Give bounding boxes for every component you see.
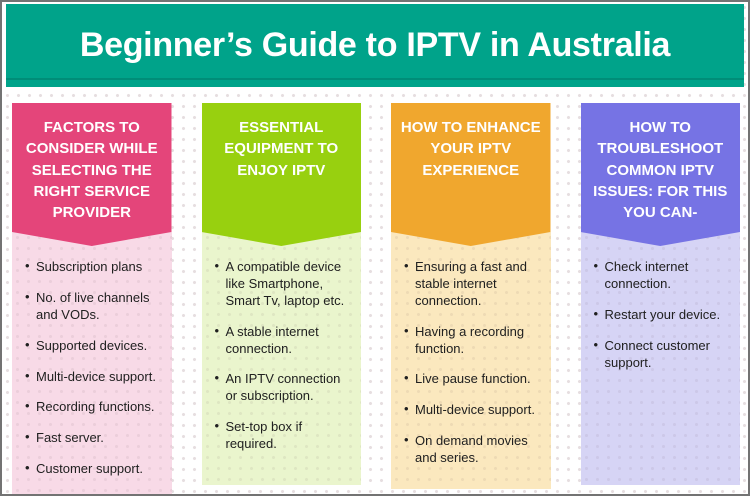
list-item: Supported devices. xyxy=(25,337,164,355)
bullet-list: Subscription plans No. of live channels … xyxy=(25,258,164,478)
list-item: Recording functions. xyxy=(25,398,164,416)
list-item: A stable internet connection. xyxy=(215,323,354,358)
list-item: On demand movies and series. xyxy=(404,432,543,467)
title-banner: Beginner’s Guide to IPTV in Australia xyxy=(6,4,744,87)
column-body: Subscription plans No. of live channels … xyxy=(12,232,172,494)
column-header-banner: HOW TO ENHANCE YOUR IPTV EXPERIENCE xyxy=(391,103,551,246)
column-body: Check internet connection. Restart your … xyxy=(580,232,740,485)
list-item: Ensuring a fast and stable internet conn… xyxy=(404,258,543,310)
column-service-provider-factors: FACTORS TO CONSIDER WHILE SELECTING THE … xyxy=(12,103,172,494)
list-item: Fast server. xyxy=(25,429,164,447)
column-title: HOW TO TROUBLESHOOT COMMON IPTV ISSUES: … xyxy=(593,119,728,222)
page-title: Beginner’s Guide to IPTV in Australia xyxy=(79,26,671,64)
column-troubleshoot-issues: HOW TO TROUBLESHOOT COMMON IPTV ISSUES: … xyxy=(580,103,741,485)
column-enhance-experience: HOW TO ENHANCE YOUR IPTV EXPERIENCE Ensu… xyxy=(391,103,551,490)
list-item: Multi-device support. xyxy=(404,401,543,419)
list-item: Subscription plans xyxy=(25,258,164,276)
list-item: A compatible device like Smartphone, Sma… xyxy=(215,258,354,310)
column-body: A compatible device like Smartphone, Sma… xyxy=(201,232,361,485)
list-item: Set-top box if required. xyxy=(215,418,354,453)
bullet-list: Check internet connection. Restart your … xyxy=(594,258,733,372)
column-body: Ensuring a fast and stable internet conn… xyxy=(391,232,551,490)
column-essential-equipment: ESSENTIAL EQUIPMENT TO ENJOY IPTV A comp… xyxy=(201,103,362,485)
bullet-list: A compatible device like Smartphone, Sma… xyxy=(215,258,354,453)
list-item: Customer support. xyxy=(25,460,164,478)
list-item: Restart your device. xyxy=(594,306,733,324)
list-item: Multi-device support. xyxy=(25,368,164,386)
column-title: HOW TO ENHANCE YOUR IPTV EXPERIENCE xyxy=(400,119,541,179)
bullet-list: Ensuring a fast and stable internet conn… xyxy=(404,258,543,467)
columns-row: FACTORS TO CONSIDER WHILE SELECTING THE … xyxy=(12,103,741,494)
column-header-banner: HOW TO TROUBLESHOOT COMMON IPTV ISSUES: … xyxy=(581,103,741,246)
list-item: No. of live channels and VODs. xyxy=(25,289,164,324)
list-item: Check internet connection. xyxy=(594,258,733,293)
list-item: Live pause function. xyxy=(404,370,543,388)
column-title: ESSENTIAL EQUIPMENT TO ENJOY IPTV xyxy=(224,119,339,179)
list-item: Having a recording function. xyxy=(404,323,543,358)
column-header-banner: FACTORS TO CONSIDER WHILE SELECTING THE … xyxy=(12,103,172,246)
column-title: FACTORS TO CONSIDER WHILE SELECTING THE … xyxy=(25,119,158,222)
list-item: Connect customer support. xyxy=(594,337,733,372)
column-header-banner: ESSENTIAL EQUIPMENT TO ENJOY IPTV xyxy=(202,103,362,246)
list-item: An IPTV connection or subscription. xyxy=(215,370,354,405)
